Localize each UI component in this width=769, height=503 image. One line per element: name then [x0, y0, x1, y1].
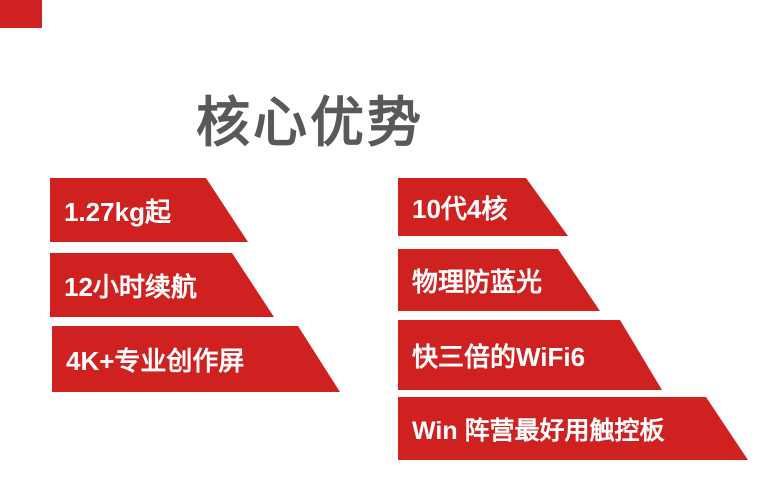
feature-banner-label: 4K+专业创作屏 [66, 345, 245, 376]
feature-banner-cpu: 10代4核 [398, 178, 568, 236]
corner-accent-bar [0, 0, 42, 28]
feature-banner-weight: 1.27kg起 [50, 178, 248, 242]
feature-banner-battery: 12小时续航 [50, 253, 274, 317]
page-title: 核心优势 [196, 93, 424, 154]
feature-banner-display: 4K+专业创作屏 [52, 326, 340, 392]
feature-banner-label: 12小时续航 [64, 271, 197, 302]
feature-banner-label: Win 阵营最好用触控板 [412, 416, 665, 445]
feature-banner-label: 1.27kg起 [64, 196, 171, 227]
feature-banner-wifi: 快三倍的WiFi6 [398, 320, 662, 390]
feature-banner-label: 快三倍的WiFi6 [412, 341, 586, 372]
feature-banner-label: 10代4核 [412, 193, 508, 224]
feature-banner-label: 物理防蓝光 [412, 266, 543, 297]
feature-banner-bluelight: 物理防蓝光 [398, 249, 600, 311]
feature-banner-touchpad: Win 阵营最好用触控板 [398, 397, 748, 460]
